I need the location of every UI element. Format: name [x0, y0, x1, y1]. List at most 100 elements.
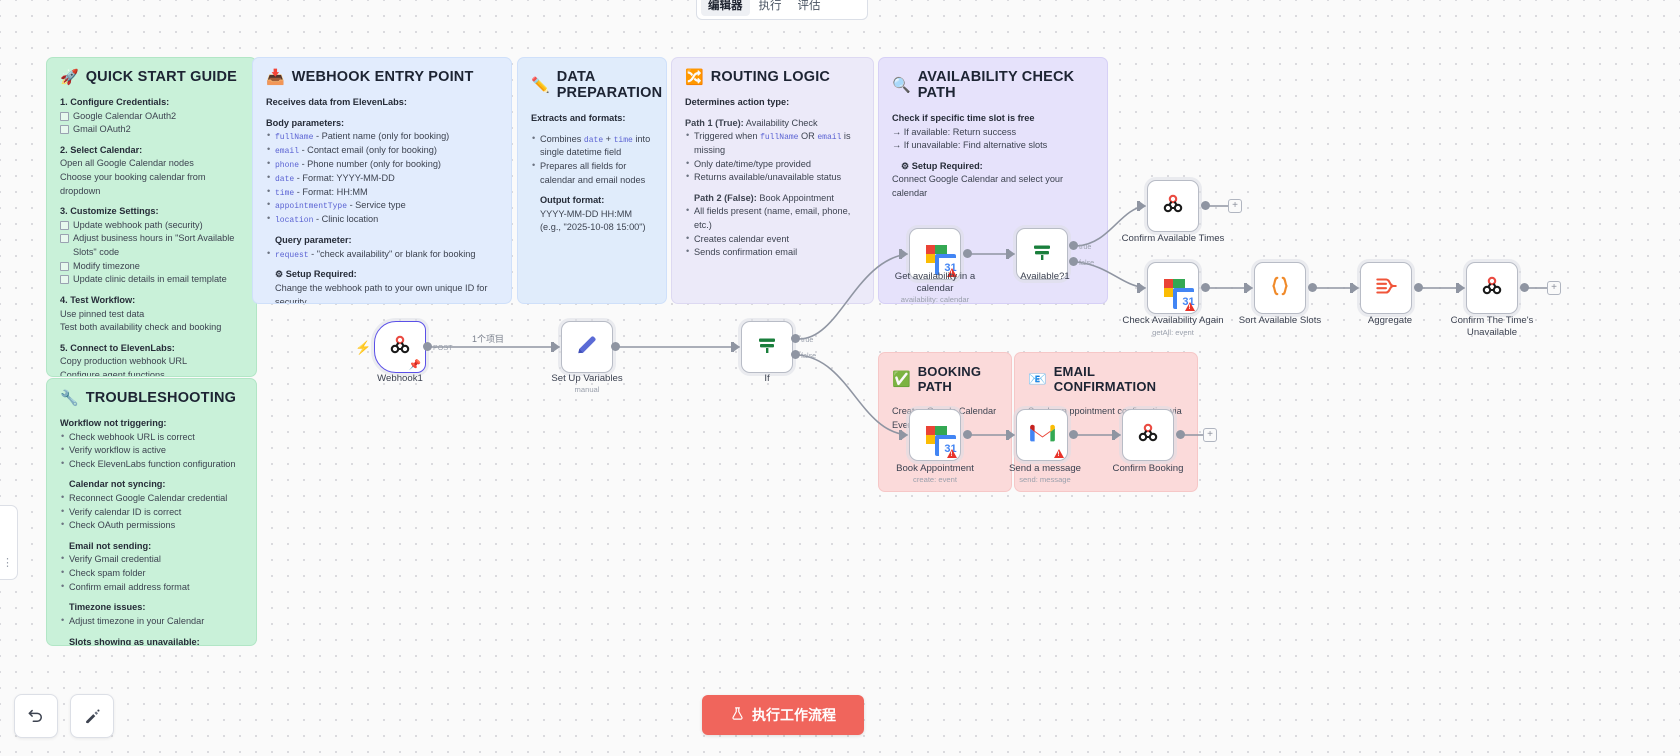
- node-label-webhook1: Webhook1: [377, 373, 423, 384]
- port-check-again-out[interactable]: [1201, 283, 1210, 292]
- node-book-appointment[interactable]: 31: [909, 409, 961, 461]
- node-confirm-available-times[interactable]: [1147, 180, 1199, 232]
- qs-section1-title: 1. Configure Credentials:: [60, 97, 170, 107]
- dataprep-note-header: ✏️ DATA PREPARATION: [531, 69, 662, 101]
- dataprep-out-title: Output format:: [540, 195, 605, 206]
- add-node-button-3[interactable]: +: [1203, 428, 1217, 442]
- ts-g1-item-2: Verify workflow is active: [60, 443, 243, 458]
- qs-check-path[interactable]: Update webhook path (security): [60, 219, 243, 233]
- email-icon: 📧: [1028, 370, 1047, 388]
- node-send-a-message[interactable]: [1016, 409, 1068, 461]
- rp1-code-email: email: [817, 133, 842, 143]
- qs-section5-title: 5. Connect to ElevenLabs:: [60, 342, 175, 353]
- node-confirm-time-unavailable[interactable]: [1466, 262, 1518, 314]
- rp1-pre: Triggered when: [694, 131, 761, 142]
- webhook-setup-title: ⚙ Setup Required:: [275, 269, 357, 280]
- ts-g5-title: Slots showing as unavailable:: [69, 636, 200, 646]
- trigger-bolt-icon: ⚡: [355, 340, 372, 355]
- webhook-note-body: Receives data from ElevenLabs: Body para…: [266, 96, 498, 303]
- node-label-available1: Available?1: [1020, 271, 1070, 282]
- port-sort-slots-out[interactable]: [1308, 283, 1317, 292]
- avail-line2: → If available: Return success: [892, 126, 1017, 137]
- qs-check-timezone[interactable]: Modify timezone: [60, 260, 243, 274]
- port-setvars-out[interactable]: [611, 342, 620, 351]
- aggregate-icon: [1373, 273, 1399, 303]
- port-getavail-out[interactable]: [963, 249, 972, 258]
- routing-p1-item-1: Triggered when fullName OR email is miss…: [685, 129, 860, 157]
- port-confirm-unavailable-out[interactable]: [1520, 283, 1529, 292]
- tab-executions[interactable]: 执行: [758, 0, 782, 12]
- sticky-note-data-preparation[interactable]: ✏️ DATA PREPARATION Extracts and formats…: [517, 57, 667, 304]
- tab-editor[interactable]: 编辑器: [701, 0, 750, 16]
- node-aggregate[interactable]: [1360, 262, 1412, 314]
- node-set-up-variables[interactable]: [561, 321, 613, 373]
- param-code: fullName: [275, 133, 314, 143]
- port-if-false[interactable]: [791, 350, 800, 359]
- port-confirm-booking-out[interactable]: [1176, 430, 1185, 439]
- node-label-check-availability-again: Check Availability Again: [1122, 315, 1224, 326]
- routing-path2-sub: Book Appointment: [756, 192, 834, 203]
- sticky-note-troubleshooting[interactable]: 🔧 TROUBLESHOOTING Workflow not triggerin…: [46, 378, 257, 646]
- node-label-send-a-message: Send a message: [1009, 463, 1081, 474]
- left-panel-fragment[interactable]: ⋮⋮: [0, 505, 18, 580]
- port-available1-true[interactable]: [1069, 241, 1078, 250]
- sticky-note-routing-logic[interactable]: 🔀 ROUTING LOGIC Determines action type: …: [671, 57, 874, 304]
- tidy-up-button[interactable]: [70, 694, 114, 738]
- dataprep-intro: Extracts and formats:: [531, 113, 626, 123]
- avail-line1: Check if specific time slot is free: [892, 113, 1035, 123]
- port-confirm-times-out[interactable]: [1201, 201, 1210, 210]
- add-node-button-1[interactable]: +: [1228, 199, 1242, 213]
- troubleshooting-body: Workflow not triggering: Check webhook U…: [60, 417, 243, 646]
- tab-evaluations[interactable]: 评估: [797, 0, 821, 12]
- rocket-icon: 🚀: [60, 68, 79, 86]
- availability-note-header: 🔍 AVAILABILITY CHECK PATH: [892, 69, 1094, 101]
- dp-mid: +: [603, 133, 614, 144]
- dp-code-date: date: [583, 135, 604, 145]
- webhook-note-title: WEBHOOK ENTRY POINT: [291, 69, 474, 85]
- add-node-button-2[interactable]: +: [1547, 281, 1561, 295]
- dp-post: into single datetime field: [540, 133, 651, 158]
- qs-check-gcal[interactable]: Google Calendar OAuth2: [60, 110, 243, 124]
- node-get-availability[interactable]: 31: [909, 228, 961, 280]
- port-send-message-out[interactable]: [1069, 430, 1078, 439]
- node-if[interactable]: [741, 321, 793, 373]
- undo-button[interactable]: [14, 694, 58, 738]
- routing-p1-item-3: Returns available/unavailable status: [685, 170, 860, 185]
- dataprep-item-2: Prepares all fields for calendar and ema…: [531, 159, 653, 187]
- node-check-availability-again[interactable]: 31: [1147, 262, 1199, 314]
- port-available1-false[interactable]: [1069, 257, 1078, 266]
- sticky-note-webhook-entry[interactable]: 📥 WEBHOOK ENTRY POINT Receives data from…: [252, 57, 512, 304]
- node-sort-available-slots[interactable]: [1254, 262, 1306, 314]
- routing-path1-sub: Availability Check: [743, 117, 818, 128]
- routing-p2-item-1: All fields present (name, email, phone, …: [685, 204, 860, 232]
- qs-check-gmail[interactable]: Gmail OAuth2: [60, 123, 243, 137]
- execute-workflow-button[interactable]: 执行工作流程: [702, 695, 864, 735]
- qs-check-clinic[interactable]: Update clinic details in email template: [60, 273, 243, 287]
- routing-p1-item-2: Only date/time/type provided: [685, 157, 860, 172]
- port-if-true[interactable]: [791, 334, 800, 343]
- arrow-into-send-message: [1006, 430, 1015, 440]
- port-book-appointment-out[interactable]: [963, 430, 972, 439]
- warning-triangle-icon: [1054, 449, 1064, 458]
- port-aggregate-out[interactable]: [1414, 283, 1423, 292]
- ts-g3-item-1: Verify Gmail credential: [60, 553, 243, 567]
- param-desc: - Clinic location: [313, 214, 379, 225]
- node-available1[interactable]: [1016, 228, 1068, 280]
- connection-label-items: 1个项目: [472, 334, 505, 344]
- node-webhook1[interactable]: 📌: [374, 321, 426, 373]
- arrow-into-aggregate: [1350, 283, 1359, 293]
- email-note-title: EMAIL CONFIRMATION: [1053, 364, 1157, 394]
- editor-tab-bar: 编辑器 执行 评估: [696, 0, 868, 20]
- webhook-param-fullname: fullName - Patient name (only for bookin…: [266, 129, 498, 144]
- node-confirm-booking[interactable]: [1122, 409, 1174, 461]
- sticky-note-quick-start[interactable]: 🚀 QUICK START GUIDE 1. Configure Credent…: [46, 57, 257, 377]
- webhook-param-date: date - Format: YYYY-MM-DD: [266, 171, 498, 186]
- quick-start-body: 1. Configure Credentials: Google Calenda…: [60, 96, 243, 376]
- gmail-icon: [1029, 423, 1056, 448]
- qs-check-hours[interactable]: Adjust business hours in "Sort Available…: [60, 232, 243, 259]
- node-sub-set-up-variables: manual: [574, 385, 600, 394]
- port-webhook1-out[interactable]: [423, 342, 432, 351]
- webhook-param-time: time - Format: HH:MM: [266, 185, 498, 200]
- tidy-up-icon: [85, 709, 99, 723]
